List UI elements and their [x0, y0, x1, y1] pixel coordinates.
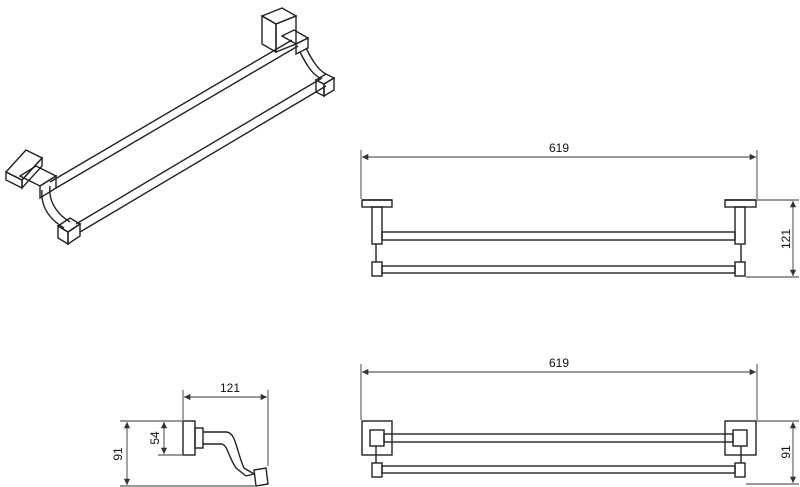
dim-label-top-width: 619 [549, 356, 569, 370]
front-width-dimension: 619 [360, 141, 758, 199]
dim-label-top-depth: 91 [779, 445, 793, 459]
isometric-view [4, 7, 336, 246]
dim-label-front-width: 619 [549, 141, 569, 155]
dim-label-side-plate-height: 54 [148, 431, 162, 445]
dim-label-front-height: 121 [779, 229, 793, 249]
dim-label-side-depth: 121 [220, 381, 240, 395]
top-view [361, 420, 757, 478]
side-depth-dimension: 121 [182, 381, 269, 466]
side-view [182, 420, 269, 487]
front-height-dimension: 121 [746, 199, 799, 278]
side-plate-height-dimension: 54 [148, 420, 182, 456]
top-width-dimension: 619 [360, 356, 758, 420]
dim-label-side-total-height: 91 [111, 447, 125, 461]
side-total-height-dimension: 91 [111, 420, 255, 487]
front-view [361, 199, 757, 277]
top-depth-dimension: 91 [746, 420, 799, 485]
